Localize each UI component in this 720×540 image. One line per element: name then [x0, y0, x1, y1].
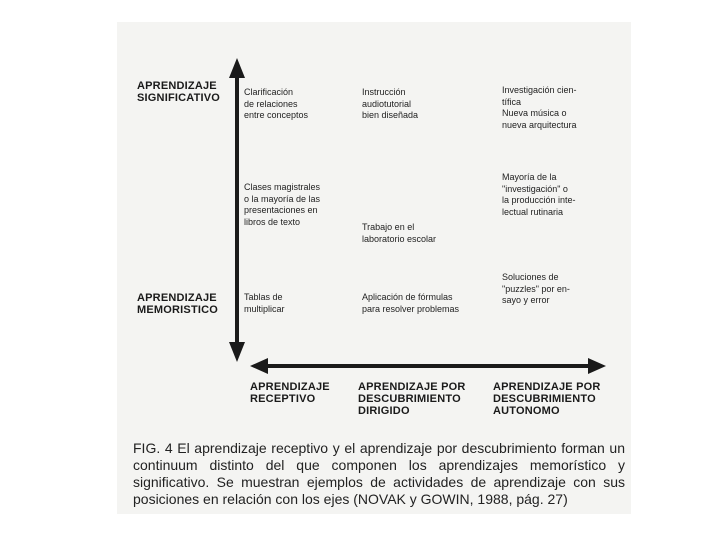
horizontal-axis-arrow-left	[250, 358, 268, 374]
label-aprendizaje-significativo: APRENDIZAJE SIGNIFICATIVO	[137, 80, 221, 104]
cell-tablas: Tablas de multiplicar	[244, 292, 285, 314]
cell-clases-magistrales: Clases magistrales o la mayoría de las p…	[244, 182, 321, 227]
cell-puzzles: Soluciones de "puzzles" por en- sayo y e…	[502, 272, 570, 305]
horizontal-axis-arrow-right	[588, 358, 606, 374]
label-aprendizaje-memoristico: APRENDIZAJE MEMORISTICO	[137, 292, 219, 316]
figure-caption: FIG. 4 El aprendizaje receptivo y el apr…	[133, 440, 625, 507]
label-aprendizaje-receptivo: APRENDIZAJE RECEPTIVO	[250, 381, 330, 405]
vertical-axis-arrow-top	[229, 58, 245, 78]
vertical-axis-arrow-bottom	[229, 342, 245, 362]
cell-laboratorio: Trabajo en el laboratorio escolar	[362, 222, 437, 244]
label-descubrimiento-autonomo: APRENDIZAJE POR DESCUBRIMIENTO AUTONOMO	[493, 381, 601, 417]
cell-investigacion: Investigación cien- tífica Nueva música …	[502, 85, 577, 130]
cell-mayoria-investigacion: Mayoría de la "investigación" o la produ…	[502, 172, 576, 217]
label-descubrimiento-dirigido: APRENDIZAJE POR DESCUBRIMIENTO DIRIGIDO	[358, 381, 466, 417]
cell-instruccion: Instrucción audiotutorial bien diseñada	[362, 87, 419, 120]
scanned-figure	[117, 22, 631, 514]
cell-clarificacion: Clarificación de relaciones entre concep…	[244, 87, 309, 120]
cell-formulas: Aplicación de fórmulas para resolver pro…	[362, 292, 460, 314]
